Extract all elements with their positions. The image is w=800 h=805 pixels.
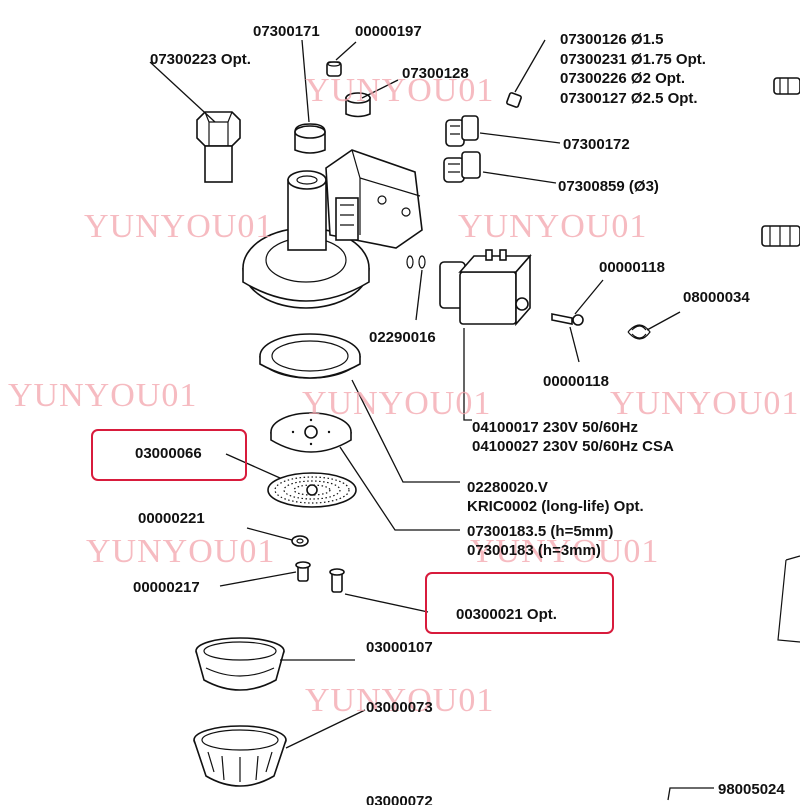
- filter-basket-part: [195, 637, 285, 691]
- highlight-box: [91, 429, 247, 481]
- label-07300231: 07300231 Ø1.75 Opt.: [560, 51, 706, 68]
- filter-basket-part-2: [193, 725, 287, 787]
- o-ring-pair-part: [406, 255, 426, 269]
- small-screw-part: [326, 61, 342, 77]
- cap-nut-part: [345, 92, 371, 118]
- watermark-text: YUNYOU01: [86, 533, 275, 570]
- highlight-box-2: [425, 572, 614, 634]
- screw-part: [295, 561, 345, 593]
- solenoid-valve-part: [439, 249, 532, 327]
- label-04100027: 04100027 230V 50/60Hz CSA: [472, 438, 674, 455]
- label-07300128: 07300128: [402, 65, 469, 82]
- label-07300223: 07300223 Opt.: [150, 51, 251, 68]
- label-00000118-lower: 00000118: [543, 373, 609, 390]
- label-07300859: 07300859 (Ø3): [558, 178, 659, 195]
- label-00000197: 00000197: [355, 23, 422, 40]
- shower-screen-part: [267, 472, 357, 508]
- label-04100017: 04100017 230V 50/60Hz: [472, 419, 638, 436]
- gasket-part: [259, 333, 361, 379]
- part-labels: 07300223 Opt. 07300171 00000197 07300128…: [133, 23, 785, 805]
- watermark-text: YUNYOU01: [84, 208, 273, 245]
- plug-part: [294, 123, 326, 154]
- fitting-part-2: [443, 151, 481, 183]
- leader-lines: [149, 39, 714, 801]
- label-07300226: 07300226 Ø2 Opt.: [560, 70, 685, 87]
- watermark-text: YUNYOU01: [610, 385, 799, 422]
- watermark-text: YUNYOU01: [302, 385, 491, 422]
- label-02290016: 02290016: [369, 329, 436, 346]
- label-kric0002: KRIC0002 (long-life) Opt.: [467, 498, 644, 515]
- label-07300172: 07300172: [563, 136, 630, 153]
- label-98005024: 98005024: [718, 781, 785, 798]
- watermark-text: YUNYOU01: [305, 72, 494, 109]
- dispersion-plate-part: [270, 412, 352, 453]
- label-00000217: 00000217: [133, 579, 200, 596]
- label-07300126: 07300126 Ø1.5: [560, 31, 663, 48]
- label-07300127: 07300127 Ø2.5 Opt.: [560, 90, 698, 107]
- label-00000118: 00000118: [599, 259, 665, 276]
- label-07300183: 07300183 (h=3mm): [467, 542, 601, 559]
- label-00300021: 00300021 Opt.: [456, 606, 557, 623]
- fitting-part: [445, 115, 479, 147]
- watermark-text: YUNYOU01: [458, 208, 647, 245]
- label-03000072: 03000072: [366, 793, 433, 805]
- label-08000034: 08000034: [683, 289, 750, 306]
- label-02280020: 02280020.V: [467, 479, 548, 496]
- edge-fitting-part: [761, 77, 800, 643]
- watermark-text: YUNYOU01: [8, 377, 197, 414]
- label-03000073: 03000073: [366, 699, 433, 716]
- label-07300171: 07300171: [253, 23, 320, 40]
- watermarks: YUNYOU01 YUNYOU01 YUNYOU01 YUNYOU01 YUNY…: [8, 72, 799, 719]
- washer-part: [291, 535, 309, 547]
- spring-clip-part: [627, 324, 651, 340]
- jet-part: [506, 92, 522, 108]
- watermark-text: YUNYOU01: [305, 682, 494, 719]
- label-07300183-5: 07300183.5 (h=5mm): [467, 523, 613, 540]
- watermark-text: YUNYOU01: [470, 533, 659, 570]
- label-03000066: 03000066: [135, 445, 202, 462]
- label-03000107: 03000107: [366, 639, 433, 656]
- label-00000221: 00000221: [138, 510, 205, 527]
- fastener-part: [551, 313, 584, 326]
- group-head-body: [242, 149, 423, 309]
- hex-bolt-part: [196, 111, 241, 183]
